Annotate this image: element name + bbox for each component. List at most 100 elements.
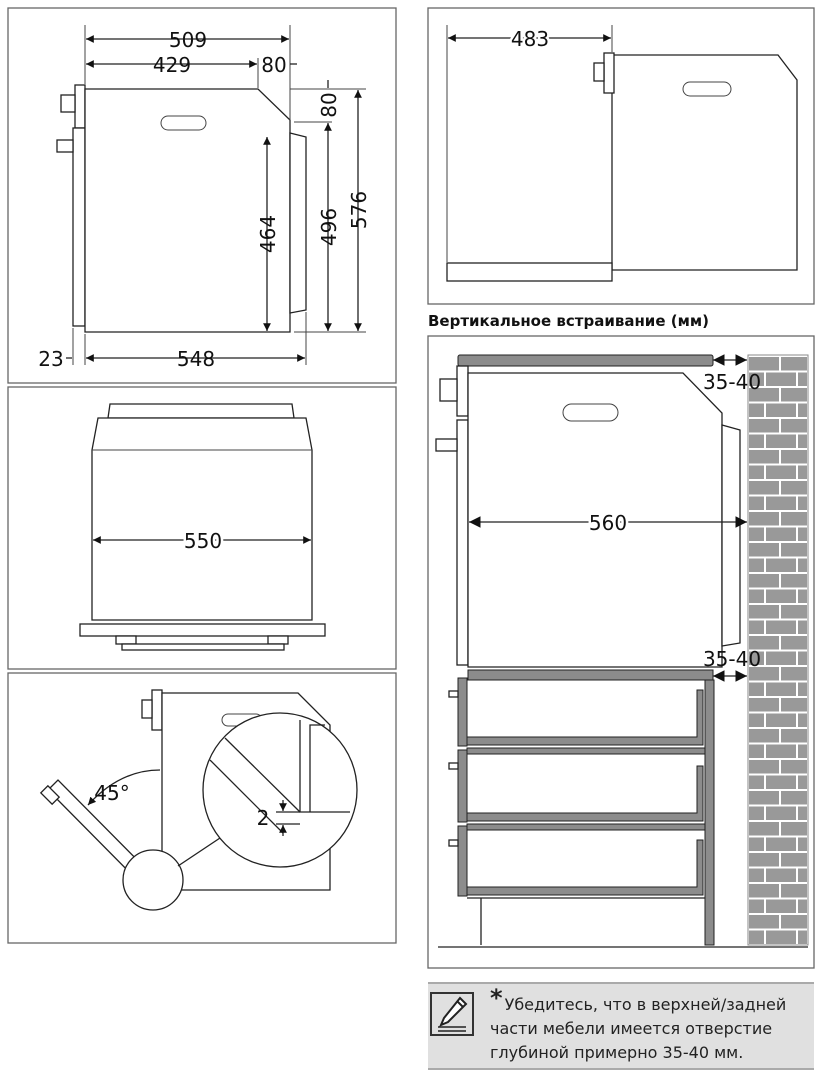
brick: [798, 837, 807, 851]
brick: [781, 698, 807, 712]
brick: [766, 589, 796, 603]
brick: [749, 744, 764, 758]
brick: [766, 682, 796, 696]
brick: [749, 403, 764, 417]
brick: [749, 496, 764, 510]
brick: [766, 434, 796, 448]
brick: [749, 481, 779, 495]
brick: [781, 605, 807, 619]
top-view-panel: 483: [427, 7, 815, 305]
brick: [749, 667, 779, 681]
brick: [749, 729, 779, 743]
door-angle-panel: 45° 2: [7, 672, 397, 944]
brick: [749, 806, 764, 820]
dim-560: 560: [589, 511, 627, 535]
dim-509: 509: [169, 28, 207, 52]
brick-wall: [747, 354, 809, 946]
brick: [798, 682, 807, 696]
brick: [749, 388, 779, 402]
brick: [766, 744, 796, 758]
brick: [766, 372, 796, 386]
dim-464: 464: [256, 215, 280, 253]
dim-429: 429: [153, 53, 191, 77]
brick: [766, 651, 796, 665]
brick: [749, 357, 779, 371]
side-view-panel: 509 429 80 80 496 576 464 548 23: [7, 7, 397, 384]
brick: [749, 605, 779, 619]
brick: [749, 543, 779, 557]
brick: [766, 527, 796, 541]
note-box: *Убедитесь, что в верхней/задней части м…: [428, 982, 814, 1070]
brick: [766, 806, 796, 820]
brick: [798, 372, 807, 386]
brick: [781, 667, 807, 681]
brick: [766, 868, 796, 882]
brick: [798, 527, 807, 541]
angle-45-label: 45°: [94, 781, 129, 805]
dim-550: 550: [184, 529, 222, 553]
brick: [749, 791, 779, 805]
brick: [749, 419, 779, 433]
brick: [749, 915, 779, 929]
dim-80-height: 80: [317, 92, 341, 117]
brick: [766, 496, 796, 510]
brick: [749, 713, 764, 727]
vertical-install-panel: 35-40 560 35-40: [427, 335, 815, 969]
brick: [781, 450, 807, 464]
brick: [781, 419, 807, 433]
pencil-note-icon: [430, 992, 474, 1036]
brick: [781, 791, 807, 805]
brick: [766, 465, 796, 479]
brick: [766, 837, 796, 851]
brick: [781, 512, 807, 526]
brick: [749, 930, 764, 944]
brick: [749, 899, 764, 913]
brick: [749, 682, 764, 696]
brick: [798, 775, 807, 789]
brick: [749, 574, 779, 588]
brick: [798, 651, 807, 665]
brick: [781, 822, 807, 836]
brick: [749, 465, 764, 479]
note-text: Убедитесь, что в верхней/задней части ме…: [490, 995, 787, 1062]
brick: [798, 713, 807, 727]
brick: [749, 853, 779, 867]
brick: [798, 434, 807, 448]
brick: [749, 868, 764, 882]
brick: [749, 434, 764, 448]
brick: [798, 403, 807, 417]
brick: [749, 760, 779, 774]
brick: [766, 713, 796, 727]
brick: [749, 620, 764, 634]
brick: [798, 558, 807, 572]
gap-bottom-label: 35-40: [703, 647, 761, 671]
asterisk: *: [490, 984, 503, 1012]
brick: [749, 558, 764, 572]
brick: [781, 853, 807, 867]
brick: [749, 822, 779, 836]
dim-80-depth: 80: [261, 53, 286, 77]
note-text-block: *Убедитесь, что в верхней/задней части м…: [490, 986, 814, 1065]
brick: [798, 589, 807, 603]
brick: [749, 527, 764, 541]
brick: [766, 558, 796, 572]
brick: [798, 868, 807, 882]
brick: [749, 636, 779, 650]
brick: [798, 806, 807, 820]
brick: [766, 620, 796, 634]
brick: [766, 930, 796, 944]
brick: [749, 512, 779, 526]
brick: [781, 884, 807, 898]
front-view-panel: 550: [7, 386, 397, 670]
brick: [749, 775, 764, 789]
dim-483: 483: [511, 27, 549, 51]
brick: [781, 636, 807, 650]
brick: [781, 574, 807, 588]
brick: [749, 450, 779, 464]
brick: [798, 930, 807, 944]
brick: [766, 899, 796, 913]
brick: [781, 388, 807, 402]
brick: [766, 403, 796, 417]
brick: [781, 915, 807, 929]
